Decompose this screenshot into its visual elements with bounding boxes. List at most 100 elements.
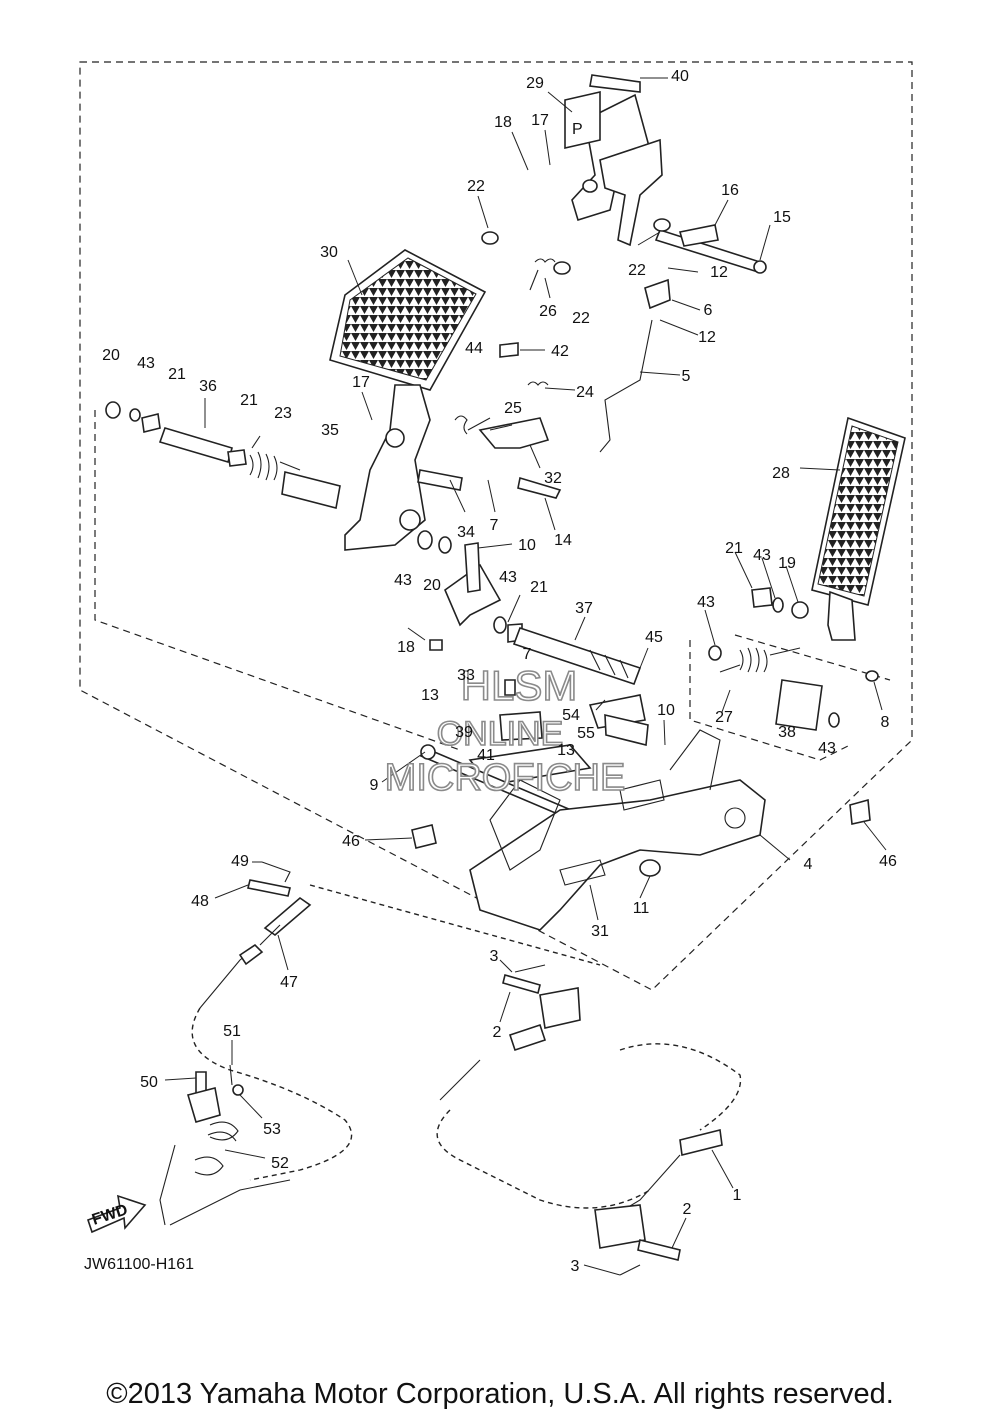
callout-32: 32 [544,470,562,487]
nut-46 [411,824,437,849]
cable-1 [679,1129,723,1156]
collar-21 [141,413,161,433]
callout-21: 21 [530,579,548,596]
callout-13: 13 [557,742,575,759]
callout-51: 51 [223,1023,241,1040]
brake-pedal-arm [344,384,431,551]
shaft-36 [158,427,233,463]
base-bracket [469,729,766,931]
callout-48: 48 [191,893,209,910]
callout-40: 40 [671,68,689,85]
callout-21: 21 [240,392,258,409]
callout-42: 42 [551,343,569,360]
callout-12: 12 [698,329,716,346]
park-letter: P [572,121,583,138]
callout-17: 17 [352,374,370,391]
callout-10: 10 [657,702,675,719]
callout-53: 53 [263,1121,281,1138]
callout-37: 37 [575,600,593,617]
spring-52 [194,1121,239,1176]
bolt-8 [865,670,879,682]
callout-55: 55 [577,725,595,742]
callout-34: 34 [457,524,475,541]
callout-44: 44 [465,340,483,357]
clip-49 [261,861,291,883]
callout-39: 39 [455,724,473,741]
callout-25: 25 [504,400,522,417]
callout-43: 43 [137,355,155,372]
callout-46: 46 [342,833,360,850]
watermark-line-2: ONLINE [437,715,564,753]
parking-brake-lever: P [564,90,663,247]
pin-2b [637,1239,681,1261]
watermark: HLSM ONLINE MICROFICHE [384,661,626,800]
callout-19: 19 [778,555,796,572]
copyright-notice: ©2013 Yamaha Motor Corporation, U.S.A. A… [106,1378,894,1410]
callout-50: 50 [140,1074,158,1091]
cable-47 [199,896,312,1009]
callout-30: 30 [320,244,338,261]
callout-23: 23 [274,405,292,422]
shaft-37 [512,626,642,686]
collar-38 [775,679,823,731]
spring-25 [454,415,491,435]
spring-24 [527,381,549,386]
callout-35: 35 [321,422,339,439]
bushing-22 [481,231,499,245]
callout-6: 6 [704,302,713,319]
pin-53 [232,1084,244,1096]
spring-23 [249,435,301,481]
callout-1: 1 [733,1187,742,1204]
callout-54: 54 [562,707,580,724]
callout-41: 41 [477,747,495,764]
pin-40 [589,74,641,93]
callout-45: 45 [645,629,663,646]
callout-29: 29 [526,75,544,92]
diagram-reference-code: JW61100-H161 [84,1256,194,1273]
callout-36: 36 [199,378,217,395]
callout-43: 43 [697,594,715,611]
callout-22: 22 [572,310,590,327]
callout-17: 17 [531,112,549,129]
callout-11: 11 [633,900,650,917]
callout-46: 46 [879,853,897,870]
callouts: 40 29 18 17 22 16 15 30 22 12 26 22 6 12… [102,68,897,1275]
brake-pedal-pad [329,249,487,391]
callout-18: 18 [397,639,415,656]
collar-21b [751,587,773,608]
callout-13: 13 [421,687,439,704]
callout-38: 38 [778,724,796,741]
leader-lines [164,77,887,1276]
bracket-51 [186,1087,221,1123]
washer-20 [105,401,121,419]
callout-4: 4 [804,856,813,873]
fwd-arrow-icon: FWD [86,1194,147,1234]
callout-2: 2 [683,1201,692,1218]
pin-14 [517,476,562,499]
callout-24: 24 [576,384,594,401]
spring-26 [529,258,556,291]
callout-52: 52 [271,1155,289,1172]
callout-7: 7 [490,517,499,534]
callout-43: 43 [753,547,771,564]
callout-15: 15 [773,209,791,226]
assembly-boundary [79,61,913,991]
bracket-39 [499,711,543,741]
callout-43: 43 [499,569,517,586]
callout-2: 2 [493,1024,502,1041]
watermark-line-3: MICROFICHE [385,757,626,799]
callout-28: 28 [772,465,790,482]
callout-14: 14 [554,532,572,549]
rod-5 [599,319,653,453]
callout-21: 21 [168,366,186,383]
clip-42 [499,342,519,358]
callout-27: 27 [715,709,733,726]
link-34 [417,469,463,491]
callout-31: 31 [591,923,609,940]
clip-6 [644,278,671,310]
callout-33: 33 [457,667,475,684]
clevis-2 [539,987,581,1029]
link-55 [604,713,649,747]
accelerator-pedal [811,416,906,641]
